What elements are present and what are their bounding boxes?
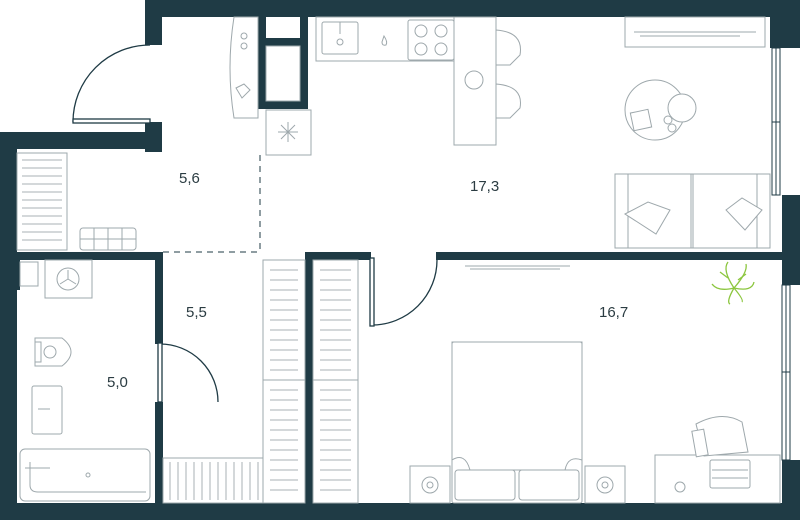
bedroom-furniture [312,257,781,504]
bedroom-wardrobe-hatch [320,269,351,491]
corridor-furniture [162,259,306,504]
windows [771,47,791,461]
entrance-door [72,44,151,124]
plant-icon [711,261,755,305]
hall-furniture [16,16,259,251]
fridge-snowflake-icon [278,122,298,142]
area-labels: 5,6 17,3 5,5 5,0 16,7 [107,170,628,391]
bathroom-furniture [19,259,151,502]
bathroom-door [157,342,219,403]
room-area-hall: 5,6 [179,170,200,187]
room-area-bedroom: 16,7 [599,304,628,321]
corridor-wardrobe-hatch [270,269,298,491]
hall-wardrobe-hatch [22,159,62,241]
bedroom-door-arc [371,259,438,326]
room-area-kitchen-living: 17,3 [470,178,499,195]
room-area-bathroom: 5,0 [107,374,128,391]
bedroom-door-leaf [369,257,375,327]
room-area-corridor: 5,5 [186,304,207,321]
living-furniture [614,16,771,249]
kitchen-furniture [265,16,521,156]
corridor-shelf-hatch [169,462,259,500]
